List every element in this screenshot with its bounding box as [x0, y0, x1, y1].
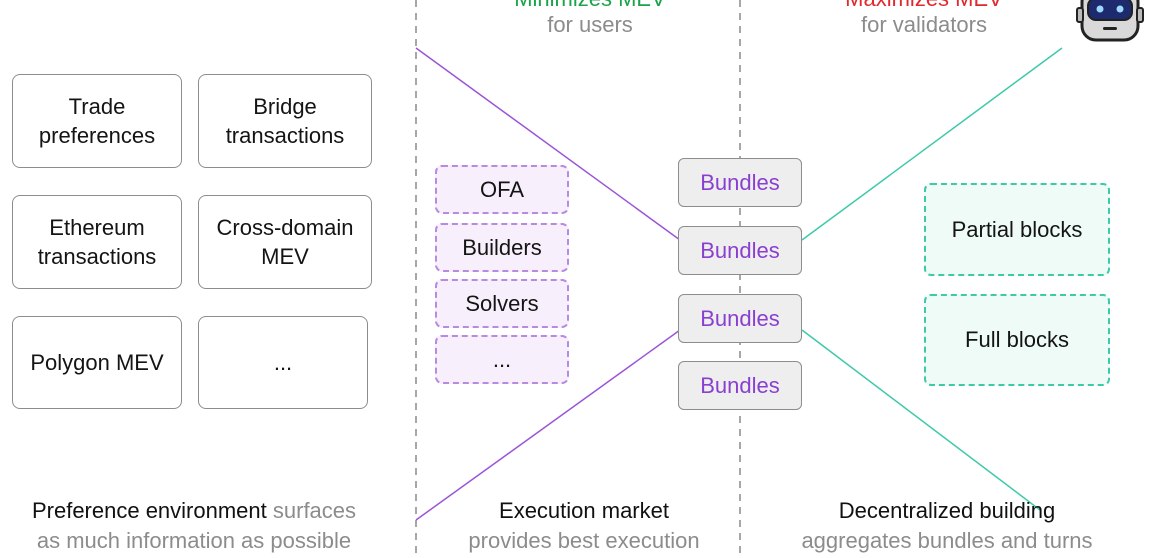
- execution-market-caption: Execution market provides best execution: [430, 496, 738, 556]
- more-execution-box: ...: [435, 335, 569, 384]
- preference-environment-caption: Preference environment surfaces as much …: [0, 496, 388, 556]
- caption-right-bold: Decentralized building: [838, 498, 1056, 523]
- polygon-mev-box: Polygon MEV: [12, 316, 182, 409]
- ofa-box: OFA: [435, 165, 569, 214]
- caption-left-grey-2: as much information as possible: [36, 528, 352, 553]
- more-preferences-box: ...: [198, 316, 368, 409]
- validators-mev-label: Maximizes MEV: [814, 0, 1034, 14]
- cross-domain-mev-box: Cross-domain MEV: [198, 195, 372, 289]
- validators-sub-label: for validators: [861, 12, 987, 37]
- solvers-box: Solvers: [435, 279, 569, 328]
- bridge-transactions-box: Bridge transactions: [198, 74, 372, 168]
- users-sub-label: for users: [547, 12, 633, 37]
- bundle-4: Bundles: [678, 361, 802, 410]
- robot-icon: [1076, 0, 1144, 42]
- builders-box: Builders: [435, 223, 569, 272]
- partial-blocks-box: Partial blocks: [924, 183, 1110, 276]
- bundle-3: Bundles: [678, 294, 802, 343]
- caption-left-bold: Preference environment: [31, 498, 267, 523]
- bundle-1: Bundles: [678, 158, 802, 207]
- caption-left-grey-1: surfaces: [266, 498, 357, 523]
- full-blocks-box: Full blocks: [924, 294, 1110, 386]
- teal-line-bottom: [801, 329, 1041, 511]
- caption-right-grey: aggregates bundles and turns: [801, 528, 1093, 553]
- purple-line-bottom: [415, 329, 681, 521]
- teal-line-top: [801, 47, 1063, 241]
- caption-middle-grey: provides best execution: [468, 528, 700, 553]
- users-mev-label: Minimizes MEV: [480, 0, 700, 14]
- purple-line-top: [415, 47, 681, 241]
- caption-middle-bold: Execution market: [499, 498, 669, 523]
- trade-preferences-box: Trade preferences: [12, 74, 182, 168]
- bundle-2: Bundles: [678, 226, 802, 275]
- ethereum-transactions-box: Ethereum transactions: [12, 195, 182, 289]
- decentralized-building-caption: Decentralized building aggregates bundle…: [760, 496, 1134, 556]
